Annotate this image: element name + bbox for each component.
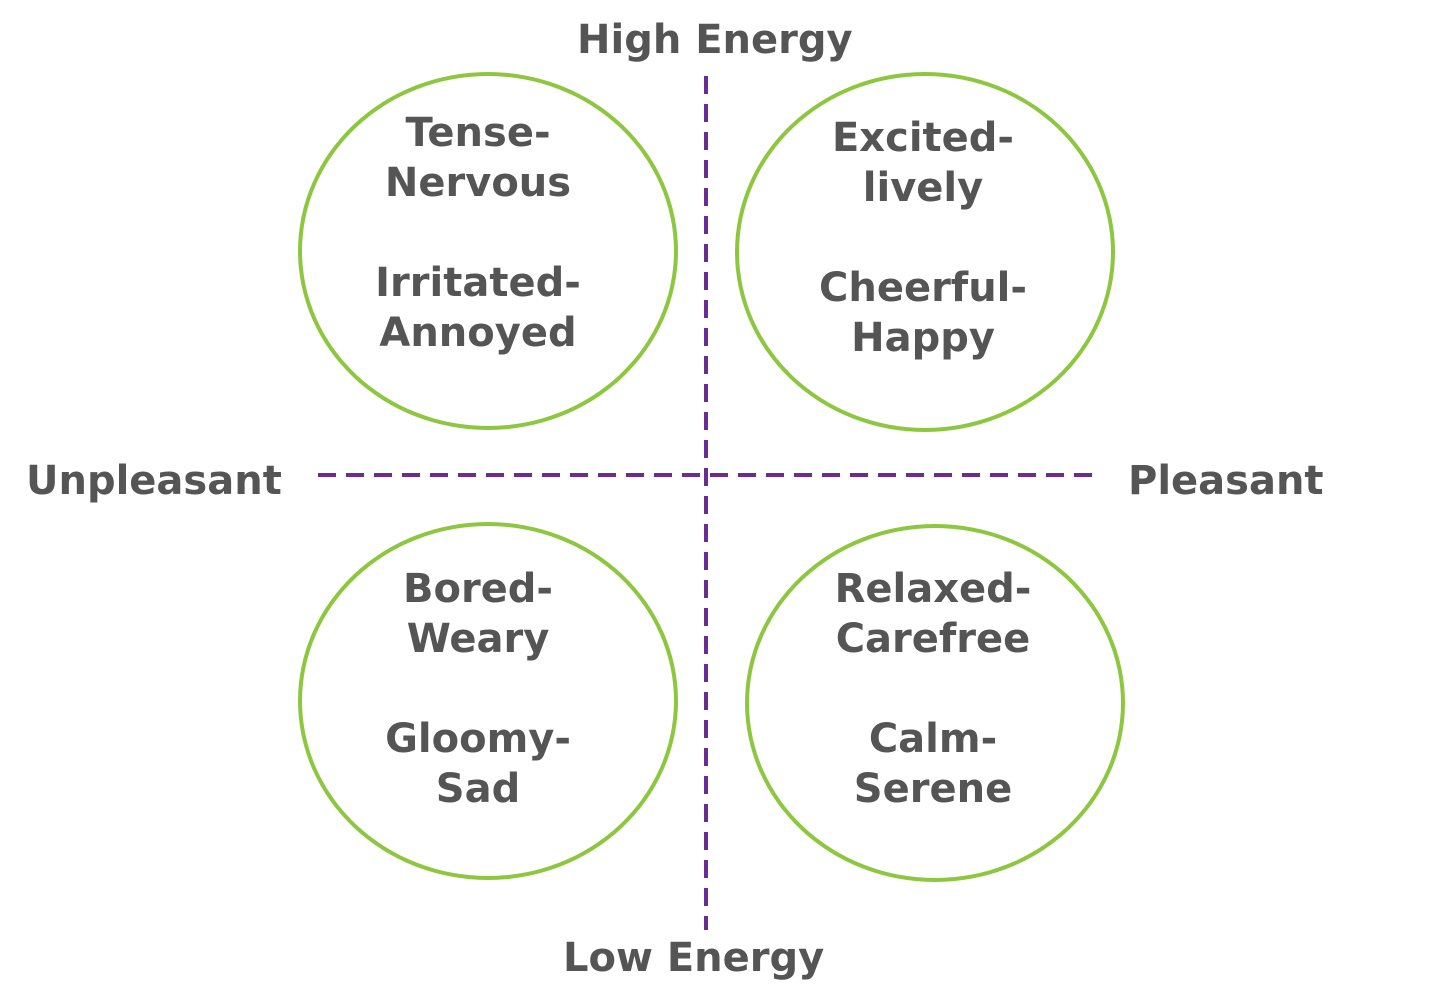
mood-label: Cheerful- [818,265,1027,311]
quadrant-circle-relaxed-calm [745,524,1125,882]
mood-label: Happy [851,315,995,361]
quadrant-text-bottom-right: Relaxed- Carefree Calm- Serene [783,564,1083,814]
mood-label: Tense- [405,110,551,156]
mood-label: Weary [406,616,550,662]
mood-label: Irritated- [375,260,581,306]
mood-label: Nervous [384,160,572,206]
mood-label: Calm- [868,716,998,762]
quadrant-text-top-right: Excited- lively Cheerful- Happy [773,113,1073,363]
mood-label: Sad [435,766,521,812]
mood-label: Carefree [835,616,1031,662]
axis-label-low-energy: Low Energy [563,935,825,981]
axis-label-unpleasant: Unpleasant [26,458,282,504]
quadrant-circle-tense-irritated [298,72,678,430]
axis-label-high-energy: High Energy [577,17,853,63]
mood-label: Bored- [402,566,554,612]
quadrant-circle-excited-cheerful [735,72,1115,432]
mood-label: Annoyed [379,310,577,356]
axis-label-pleasant: Pleasant [1128,458,1324,504]
mood-label: Serene [853,766,1013,812]
quadrant-text-top-left: Tense- Nervous Irritated- Annoyed [328,108,628,358]
mood-label: Excited- [831,115,1015,161]
mood-label: lively [862,165,984,211]
mood-label: Gloomy- [385,716,571,762]
mood-label: Relaxed- [834,566,1032,612]
quadrant-text-bottom-left: Bored- Weary Gloomy- Sad [328,564,628,814]
quadrant-circle-bored-gloomy [298,522,678,880]
